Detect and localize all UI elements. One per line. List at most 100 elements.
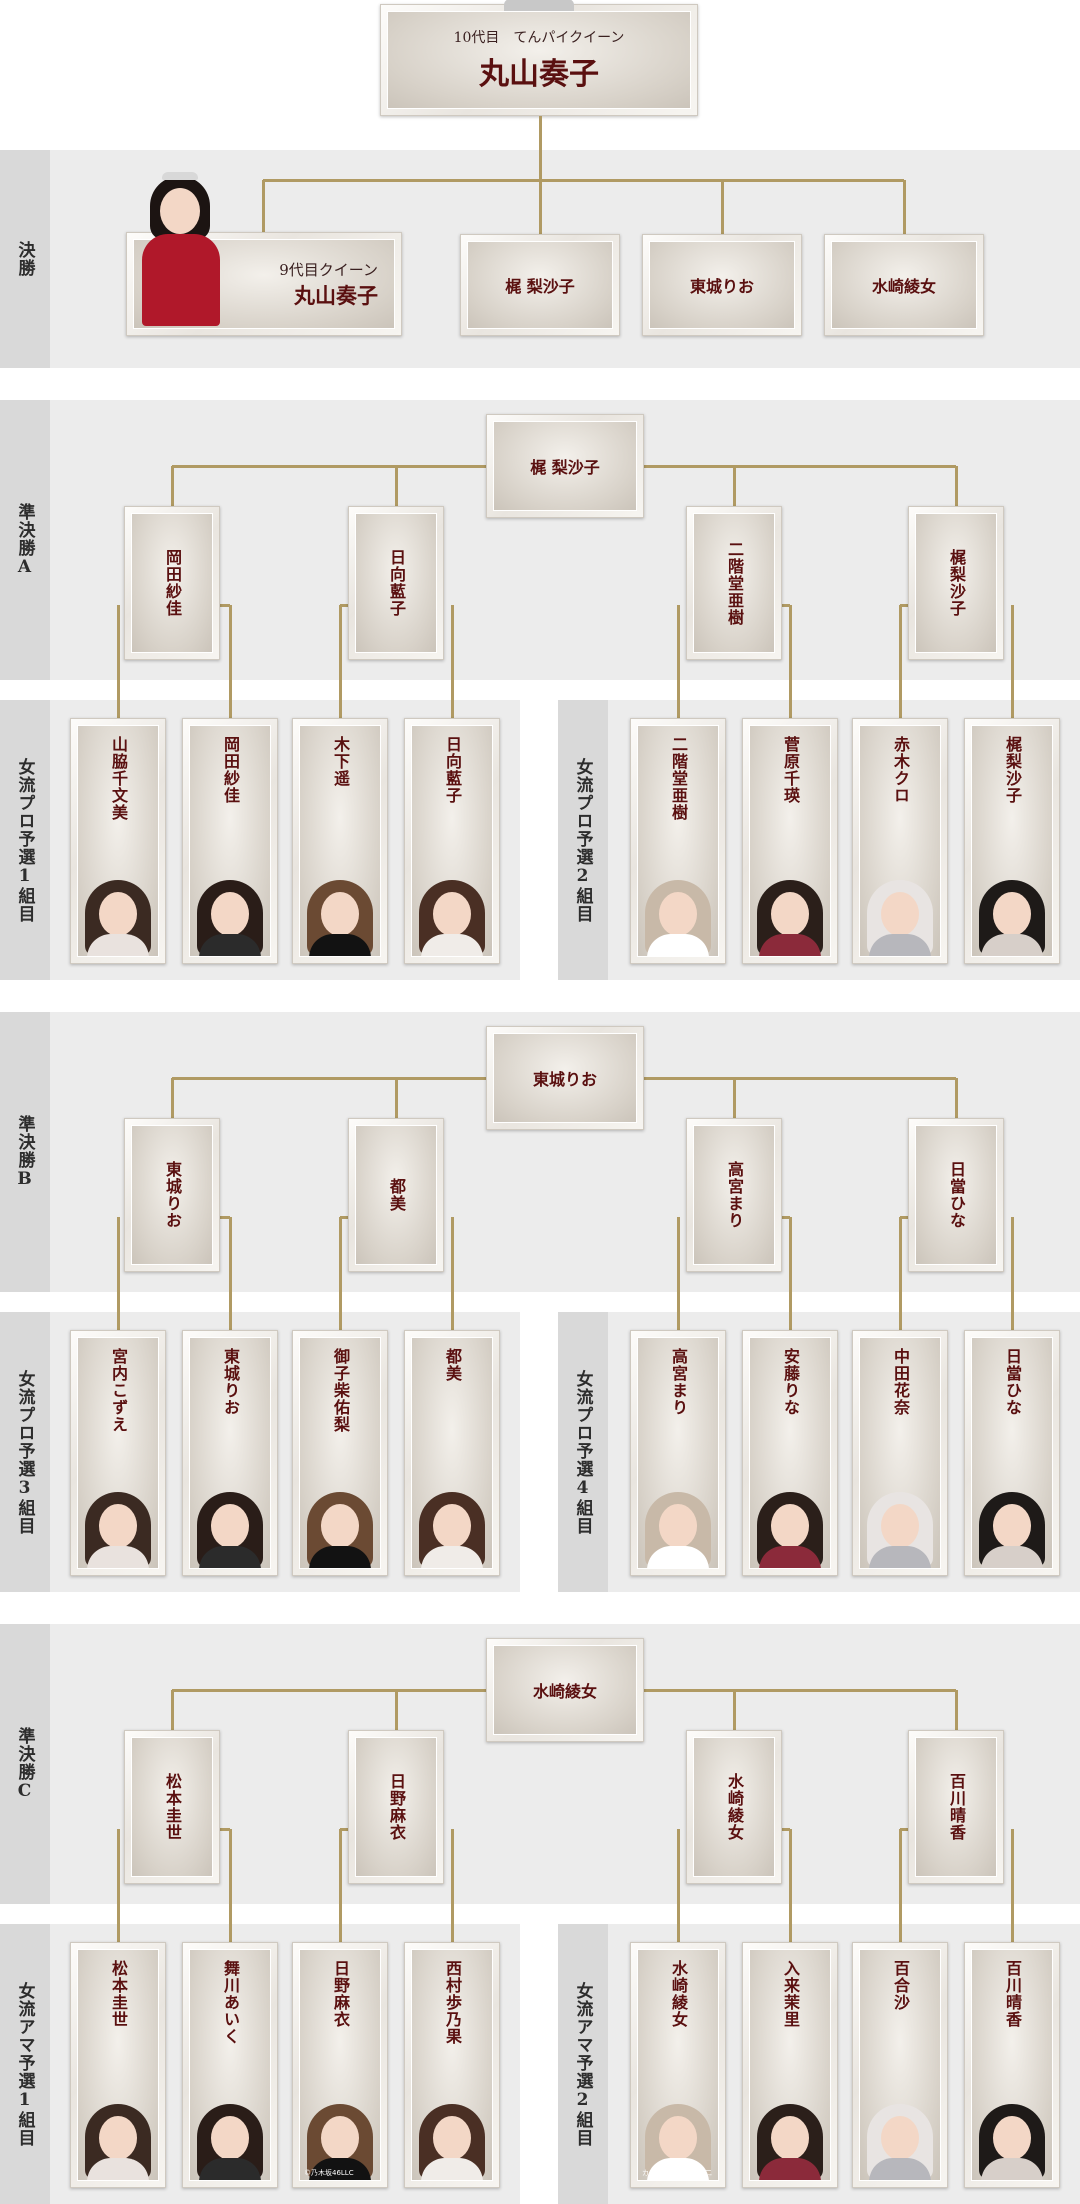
semi-b-g2-player-3[interactable]: 中田花奈 [852, 1330, 948, 1576]
semi-b-g1-player-4[interactable]: 都美 [404, 1330, 500, 1576]
bracket-line [338, 605, 342, 720]
face-shape [211, 1504, 249, 1548]
semi-b-mid-box-4[interactable]: 日當ひな [908, 1118, 1004, 1272]
semi-c-g2-player-4[interactable]: 百川晴香 [964, 1942, 1060, 2188]
semi-a-g2-player-2[interactable]: 菅原千瑛 [742, 718, 838, 964]
semi-a-g2-player-4-name: 梶梨沙子 [1003, 736, 1022, 804]
finalist-box-1-inner: 梶 梨沙子 [467, 241, 613, 329]
semi-c-g2-player-1[interactable]: 水崎綾女カメラマン：矢西誠二 [630, 1942, 726, 2188]
clothing-shape [309, 1546, 371, 1568]
semi-c-g1-player-4[interactable]: 西村歩乃果 [404, 1942, 500, 2188]
clothing-shape [981, 1546, 1043, 1568]
semi-b-g1-player-2-name: 東城りお [221, 1348, 240, 1416]
semi-c-winner-box[interactable]: 水崎綾女 [486, 1638, 644, 1742]
bracket-line [394, 466, 398, 510]
semi-c-g1-player-1-name: 松本圭世 [109, 1960, 128, 2028]
semi-a-g2-player-1[interactable]: 二階堂亜樹 [630, 718, 726, 964]
semi-b-g1-player-3[interactable]: 御子柴佑梨 [292, 1330, 388, 1576]
clothing-shape [421, 2158, 483, 2180]
semi-a-g2-player-4[interactable]: 梶梨沙子 [964, 718, 1060, 964]
semi-c-g1-player-3[interactable]: 日野麻衣©乃木坂46LLC [292, 1942, 388, 2188]
semi-a-g1-player-2[interactable]: 岡田紗佳 [182, 718, 278, 964]
bracket-line [732, 466, 736, 510]
semi-b-g2-player-4[interactable]: 日當ひな [964, 1330, 1060, 1576]
semi-c-g2-player-3-name: 百合沙 [891, 1960, 910, 2011]
semi-c-mid-box-2[interactable]: 日野麻衣 [348, 1730, 444, 1884]
semi-b-g1-player-1[interactable]: 宮内こずえ [70, 1330, 166, 1576]
semi-a-winner-box[interactable]: 梶 梨沙子 [486, 414, 644, 518]
semi-a-g1-player-4[interactable]: 日向藍子 [404, 718, 500, 964]
semi-b-g1-player-2[interactable]: 東城りお [182, 1330, 278, 1576]
semi-c-label-text: 準決勝C [14, 1726, 35, 1802]
clothing-shape [199, 1546, 261, 1568]
bracket-line [394, 1078, 398, 1122]
semi-a-label-text: 準決勝A [14, 502, 35, 578]
semi-a-mid-box-2-inner: 日向藍子 [355, 513, 437, 653]
semi-c-g2-player-2-inner: 入来茉里 [749, 1949, 831, 2181]
semi-c-winner-box-name: 水崎綾女 [532, 1682, 597, 1701]
semi-b-mid-box-2-name: 都美 [387, 1178, 406, 1212]
semi-a-mid-box-3[interactable]: 二階堂亜樹 [686, 506, 782, 660]
semi-a-g1-player-1[interactable]: 山脇千文美 [70, 718, 166, 964]
semi-a-g1-player-3[interactable]: 木下遥 [292, 718, 388, 964]
finalist-box-1[interactable]: 梶 梨沙子 [460, 234, 620, 336]
face-shape [881, 892, 919, 936]
semi-b-winner-box[interactable]: 東城りお [486, 1026, 644, 1130]
semi-c-group1-label-text: 女流アマ予選1組目 [14, 1981, 35, 2147]
bracket-line [450, 1217, 454, 1332]
semi-b-mid-box-3[interactable]: 高宮まり [686, 1118, 782, 1272]
semi-b-mid-box-1[interactable]: 東城りお [124, 1118, 220, 1272]
semi-c-g2-player-1-inner: 水崎綾女カメラマン：矢西誠二 [637, 1949, 719, 2181]
semi-c-g1-player-4-photo [413, 2100, 491, 2180]
queen-name: 丸山奏子 [479, 57, 599, 92]
queen-connector [538, 116, 542, 180]
finalist-box-3[interactable]: 水崎綾女 [824, 234, 984, 336]
semi-c-mid-box-1[interactable]: 松本圭世 [124, 1730, 220, 1884]
queen-title: 10代目 てんパイクイーン [453, 30, 625, 46]
semi-c-g2-player-4-name: 百川晴香 [1003, 1960, 1022, 2028]
bracket-line [676, 1829, 680, 1944]
bracket-line [788, 605, 792, 720]
semi-c-g1-player-3-photo [301, 2100, 379, 2180]
semi-b-mid-box-2[interactable]: 都美 [348, 1118, 444, 1272]
clothing-shape [87, 1546, 149, 1568]
clothing-shape [647, 2158, 709, 2180]
semi-a-g1-player-3-photo [301, 876, 379, 956]
clothing-shape [199, 2158, 261, 2180]
semi-c-mid-box-4[interactable]: 百川晴香 [908, 1730, 1004, 1884]
semi-b-g2-player-2[interactable]: 安藤りな [742, 1330, 838, 1576]
semi-b-mid-box-3-inner: 高宮まり [693, 1125, 775, 1265]
semi-c-g1-player-1[interactable]: 松本圭世 [70, 1942, 166, 2188]
clothing-shape [647, 1546, 709, 1568]
clothing-shape [421, 1546, 483, 1568]
semi-a-mid-box-1[interactable]: 岡田紗佳 [124, 506, 220, 660]
semi-c-mid-box-3[interactable]: 水崎綾女 [686, 1730, 782, 1884]
semi-c-group1-label: 女流アマ予選1組目 [0, 1924, 50, 2204]
semi-b-winner-box-inner: 東城りお [493, 1033, 637, 1123]
semi-b-group1-label: 女流プロ予選3組目 [0, 1312, 50, 1592]
semi-a-mid-box-4[interactable]: 梶梨沙子 [908, 506, 1004, 660]
clothing-shape [309, 934, 371, 956]
semi-b-g2-player-1[interactable]: 高宮まり [630, 1330, 726, 1576]
prev-queen-photo [132, 172, 228, 326]
semi-a-g1-player-3-inner: 木下遥 [299, 725, 381, 957]
bracket-line [450, 1829, 454, 1944]
semi-b-g1-player-3-name: 御子柴佑梨 [331, 1348, 350, 1433]
semi-c-g2-player-3[interactable]: 百合沙 [852, 1942, 948, 2188]
semi-b-group2-label: 女流プロ予選4組目 [558, 1312, 608, 1592]
semi-b-g2-player-1-inner: 高宮まり [637, 1337, 719, 1569]
semi-b-g2-player-3-name: 中田花奈 [891, 1348, 910, 1416]
final-label-text: 決勝 [14, 241, 35, 277]
semi-a-mid-box-2[interactable]: 日向藍子 [348, 506, 444, 660]
semi-a-g2-player-3[interactable]: 赤木クロ [852, 718, 948, 964]
semi-c-mid-box-2-name: 日野麻衣 [387, 1773, 406, 1841]
clothing-shape [759, 2158, 821, 2180]
semi-a-g2-player-4-photo [973, 876, 1051, 956]
semi-c-g1-player-1-photo [79, 2100, 157, 2180]
semi-b-g2-player-2-inner: 安藤りな [749, 1337, 831, 1569]
semi-c-g1-player-2[interactable]: 舞川あいく [182, 1942, 278, 2188]
semi-c-g2-player-2[interactable]: 入来茉里 [742, 1942, 838, 2188]
semi-a-g1-player-3-name: 木下遥 [331, 736, 350, 787]
face-shape [433, 892, 471, 936]
finalist-box-2[interactable]: 東城りお [642, 234, 802, 336]
